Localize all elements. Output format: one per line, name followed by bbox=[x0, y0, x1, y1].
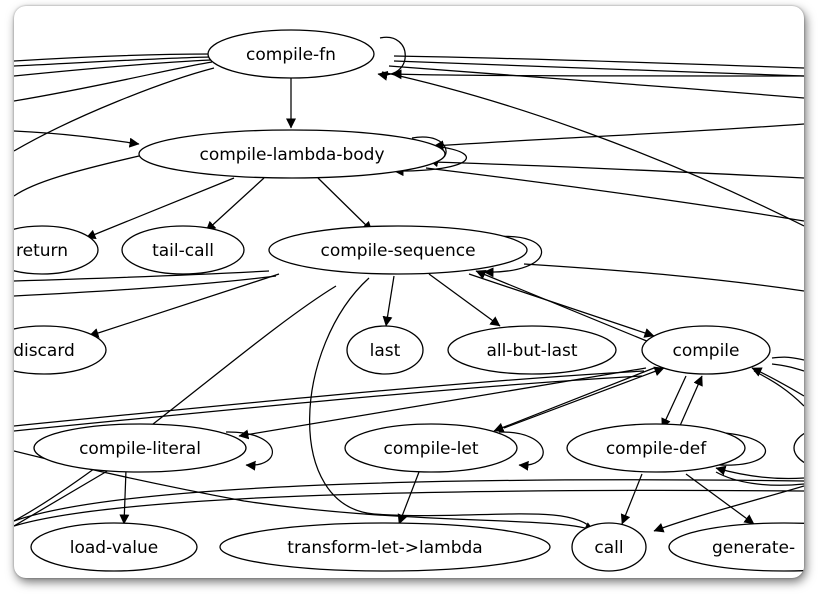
graph-canvas: compile-fn compile-lambda-body return ta… bbox=[14, 6, 804, 578]
node-call[interactable]: call bbox=[571, 522, 647, 572]
node-compile[interactable]: compile bbox=[641, 325, 771, 375]
node-label: compile-sequence bbox=[320, 241, 475, 261]
node-generate[interactable]: generate- bbox=[668, 522, 804, 572]
node-transform-let-lambda[interactable]: transform-let->lambda bbox=[219, 522, 551, 572]
node-label: compile-literal bbox=[79, 439, 201, 459]
call-graph: compile-fn compile-lambda-body return ta… bbox=[14, 29, 804, 572]
node-label: compile bbox=[672, 341, 739, 361]
node-return[interactable]: return bbox=[14, 225, 99, 275]
node-compile-lambda-body[interactable]: compile-lambda-body bbox=[138, 129, 446, 179]
edges-offscreen bbox=[14, 53, 804, 533]
node-label: compile-fn bbox=[246, 45, 336, 65]
node-discard[interactable]: discard bbox=[14, 325, 107, 375]
node-compile-fn[interactable]: compile-fn bbox=[207, 29, 375, 79]
node-label: call bbox=[594, 538, 623, 558]
node-label: compile-def bbox=[606, 439, 707, 459]
node-label: return bbox=[16, 241, 68, 261]
node-label: all-but-last bbox=[486, 341, 577, 361]
node-load-value[interactable]: load-value bbox=[30, 522, 198, 572]
node-label: transform-let->lambda bbox=[287, 538, 482, 558]
node-tail-call[interactable]: tail-call bbox=[121, 225, 245, 275]
node-label: compile-let bbox=[384, 439, 479, 459]
node-label: last bbox=[370, 341, 401, 361]
node-compile-let[interactable]: compile-let bbox=[344, 423, 518, 473]
node-label: discard bbox=[14, 341, 75, 361]
node-all-but-last[interactable]: all-but-last bbox=[447, 325, 617, 375]
edges-main bbox=[14, 78, 755, 532]
node-compile-literal[interactable]: compile-literal bbox=[33, 423, 247, 473]
node-label: generate- bbox=[712, 538, 795, 558]
node-label: compile-lambda-body bbox=[199, 145, 384, 165]
node-compile-sequence[interactable]: compile-sequence bbox=[268, 225, 528, 275]
node-label: load-value bbox=[70, 538, 158, 558]
node-label: tail-call bbox=[152, 241, 214, 261]
node-partial-right bbox=[793, 432, 804, 464]
node-last[interactable]: last bbox=[346, 325, 424, 375]
node-compile-def[interactable]: compile-def bbox=[566, 423, 746, 473]
